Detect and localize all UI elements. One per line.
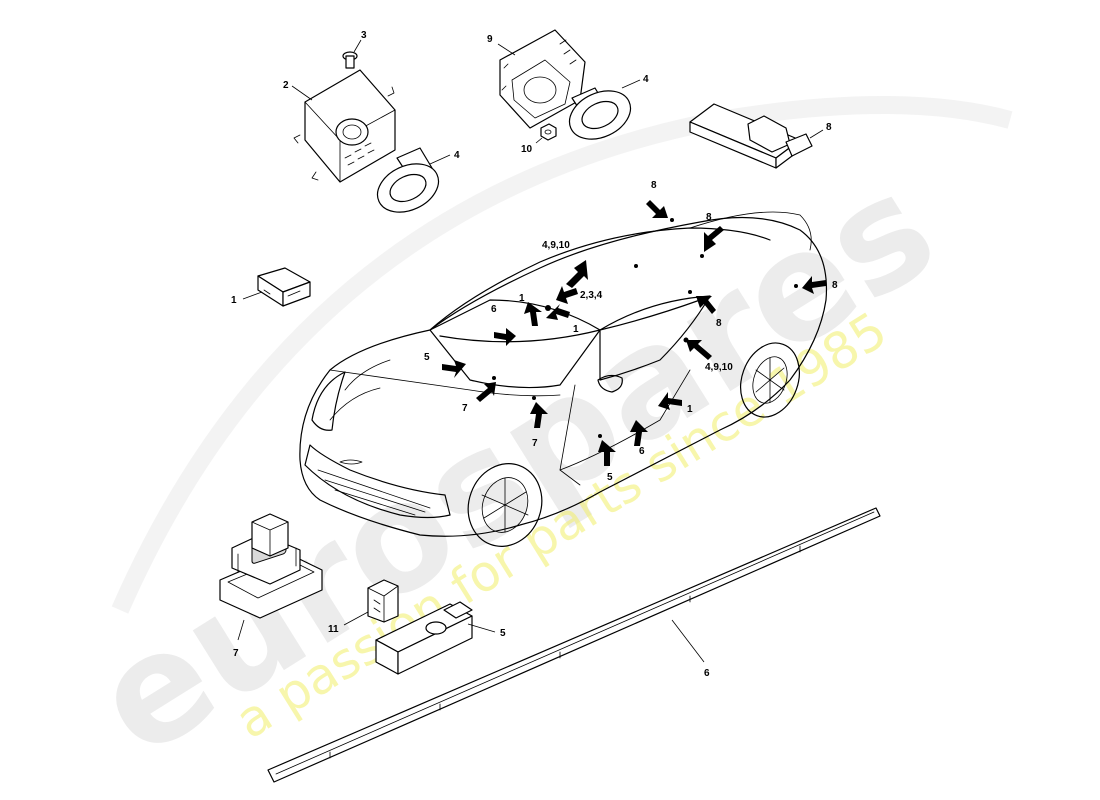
part-puddle-lamp (219, 513, 323, 641)
car-callout-5-dash: 5 (424, 352, 430, 363)
part-control-unit (497, 29, 586, 129)
car-callout-8-right-top: 8 (706, 212, 712, 223)
part-nut (535, 123, 557, 144)
arrow-1-mirror-b (546, 304, 570, 320)
arrow-4-9-10-top (566, 260, 588, 288)
part-sensor-module (291, 69, 396, 183)
arrow-4-9-10-door (686, 340, 712, 360)
arrow-5-dash (442, 360, 466, 378)
arrow-6-door (630, 420, 648, 446)
car-callout-5-door: 5 (607, 472, 613, 483)
callout-5: 5 (500, 628, 506, 639)
watermark: eurospares a passion for parts since 198… (67, 96, 1013, 791)
car-callout-4-9-10-door: 4,9,10 (705, 362, 733, 373)
arrow-1-door (658, 392, 682, 410)
callout-4-right: 4 (643, 74, 649, 85)
car-callout-6-door: 6 (639, 446, 645, 457)
arrow-8-right (704, 226, 724, 252)
car-callout-6-dash: 6 (491, 304, 497, 315)
part-screw (342, 39, 362, 69)
car-callout-7-a: 7 (462, 403, 468, 414)
car-callout-8-door: 8 (716, 318, 722, 329)
arrow-6-dash (494, 328, 516, 346)
arrow-7-a (476, 382, 496, 402)
callout-10: 10 (521, 144, 533, 155)
part-lamp-holder (375, 601, 496, 675)
callout-4-left: 4 (454, 150, 460, 161)
callout-9: 9 (487, 34, 493, 45)
part-ring-left (376, 147, 451, 213)
arrow-2-3-4 (556, 286, 578, 304)
callout-1: 1 (231, 295, 237, 306)
car-callout-2-3-4: 2,3,4 (580, 290, 603, 301)
callout-8: 8 (826, 122, 832, 133)
car-callout-1-mirror: 1 (519, 293, 525, 304)
callout-6: 6 (704, 668, 710, 679)
part-callouts: 3 2 4 9 10 4 8 1 7 11 5 6 (231, 30, 832, 679)
car-arrows (442, 200, 826, 466)
part-clip (343, 579, 399, 626)
part-courtesy-lamp (689, 103, 824, 169)
arrow-8-top (646, 200, 668, 218)
part-sensor (242, 267, 311, 307)
car-callout-4-9-10-top: 4,9,10 (542, 240, 570, 251)
part-trim-strip (267, 507, 881, 783)
callout-7: 7 (233, 648, 239, 659)
callout-2: 2 (283, 80, 289, 91)
part-ring-right (568, 79, 641, 140)
arrow-1-mirror (524, 302, 542, 326)
car-callout-1-door: 1 (687, 404, 693, 415)
arrow-7-b (530, 402, 548, 428)
car-callout-7-b: 7 (532, 438, 538, 449)
arrow-5-door (598, 440, 616, 466)
callout-3: 3 (361, 30, 367, 41)
arrow-8-rear (802, 276, 826, 294)
callout-11: 11 (328, 624, 339, 635)
arrow-8-door (696, 296, 716, 314)
car-callouts: 4,9,10 8 8 8 8 2,3,4 1 1 6 5 7 7 4,9,10 … (424, 180, 838, 483)
car-callout-1-mirror-b: 1 (573, 324, 579, 335)
car-callout-8-top: 8 (651, 180, 657, 191)
car-callout-8-rear: 8 (832, 280, 838, 291)
